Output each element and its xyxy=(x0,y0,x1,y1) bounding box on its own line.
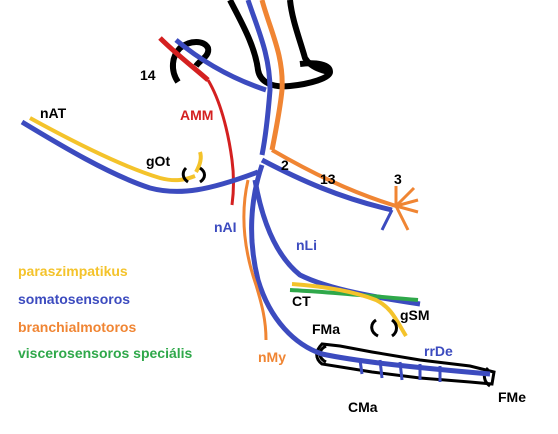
label-14: 14 xyxy=(140,67,156,83)
branch-13-orange xyxy=(270,148,397,208)
branch-3-rays xyxy=(394,186,419,231)
branch-13-blue xyxy=(260,157,393,213)
branch-3-blue-tip xyxy=(380,209,394,231)
label-CMa: CMa xyxy=(348,399,378,415)
label-nAT: nAT xyxy=(40,105,67,121)
blue-branch-14 xyxy=(174,38,267,93)
label-3: 3 xyxy=(394,171,402,187)
label-gOt: gOt xyxy=(146,153,170,169)
label-rrDe: rrDe xyxy=(424,343,453,359)
legend-viscerosensoros: viscerosensoros speciális xyxy=(18,345,193,361)
gSM-bracket xyxy=(370,318,398,338)
mandible-outline xyxy=(315,342,496,386)
label-2: 2 xyxy=(281,157,289,173)
orange-trunk-top xyxy=(259,0,285,151)
legend-paraszimpatikus: paraszimpatikus xyxy=(18,263,128,279)
label-FMe: FMe xyxy=(498,389,526,405)
gOt-bracket xyxy=(181,166,206,184)
ct-yellow xyxy=(291,282,408,338)
label-AMM: AMM xyxy=(180,107,213,123)
label-nMy: nMy xyxy=(258,349,286,365)
red-branch-14 xyxy=(158,36,210,82)
foramen-mentale-mark xyxy=(482,366,491,388)
label-gSM: gSM xyxy=(400,307,430,323)
label-nLi: nLi xyxy=(296,237,317,253)
legend-branchialmotoros: branchialmotoros xyxy=(18,319,136,335)
nai-blue xyxy=(249,164,491,377)
skull-base-black xyxy=(227,0,334,90)
red-amm xyxy=(206,79,235,206)
gOt-yellow xyxy=(194,151,203,173)
skull-base-black-2 xyxy=(287,0,331,75)
label-CT: CT xyxy=(292,293,311,309)
blue-trunk-top xyxy=(245,0,273,156)
label-FMa: FMa xyxy=(312,321,340,337)
label-nAI: nAI xyxy=(214,219,237,235)
legend-somatosensoros: somatosensoros xyxy=(18,291,130,307)
rrde-branches xyxy=(358,359,442,382)
nmy-orange xyxy=(242,179,268,341)
label-13: 13 xyxy=(320,171,336,187)
nat-blue xyxy=(20,119,259,194)
